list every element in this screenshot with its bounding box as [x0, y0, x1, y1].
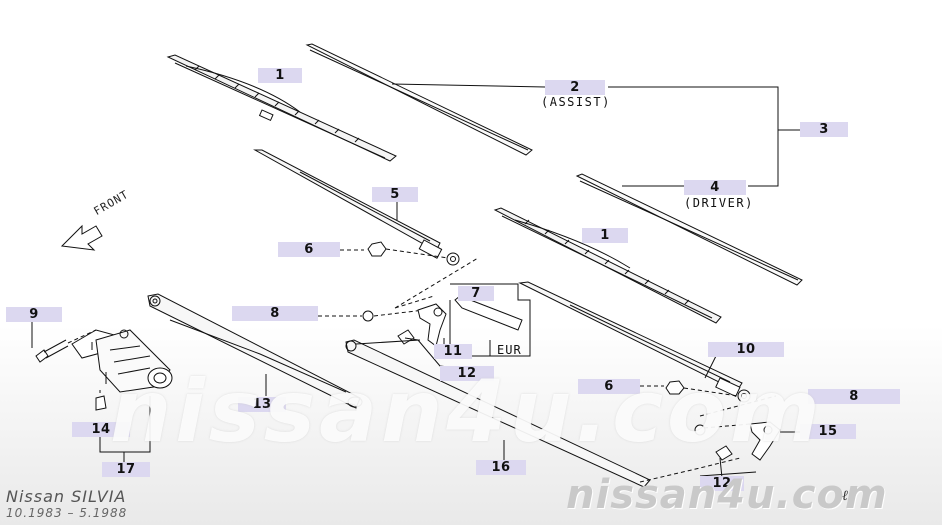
callout-17-motor: 17: [102, 462, 150, 477]
wiper-arm-assist: [253, 149, 460, 266]
corner-mark: ℓ: [842, 488, 848, 504]
callout-13-link-rod: 13: [238, 397, 286, 412]
wiper-blade-assist: [166, 54, 397, 162]
pivot-driver: [749, 421, 800, 461]
wiper-motor: [71, 329, 173, 393]
callout-8-nut-lower: 8: [808, 389, 900, 404]
driver-note: (DRIVER): [684, 196, 754, 210]
callout-1-assist-blade: 1: [258, 68, 302, 83]
callout-9-bolt: 9: [6, 307, 62, 322]
front-arrow-icon: [60, 224, 103, 251]
callout-14-grommet: 14: [72, 422, 130, 437]
callout-6-nut-upper: 6: [278, 242, 340, 257]
callout-15-pivot-driver: 15: [800, 424, 856, 439]
blade-refill-assist: [305, 43, 533, 156]
callout-12-bush-lower: 12: [700, 476, 744, 491]
callout-4-driver-refill: 4: [684, 180, 746, 195]
nut-6-upper: [367, 241, 387, 257]
callout-5-assist-arm: 5: [372, 187, 418, 202]
callout-16-link-rod: 16: [476, 460, 526, 475]
callout-3-refill-set: 3: [800, 122, 848, 137]
bracket-3: [391, 83, 800, 187]
bolt-9: [31, 320, 97, 363]
watermark-large: nissan4u.com: [110, 362, 824, 462]
nut-6-lower: [665, 380, 685, 395]
callout-8-nut-upper: 8: [232, 306, 318, 321]
callout-1-driver-blade: 1: [582, 228, 628, 243]
link-rod-16: [345, 339, 651, 488]
eur-label: EUR: [497, 343, 522, 357]
callout-7-eur-part: 7: [458, 286, 494, 301]
link-rod-13: [147, 293, 363, 409]
callout-6-nut-lower: 6: [578, 379, 640, 394]
watermark-small: nissan4u.com: [566, 472, 888, 518]
callout-11-pivot-cap: 11: [434, 344, 472, 359]
callout-2-assist-refill: 2: [545, 80, 605, 95]
bracket-17: [99, 396, 151, 462]
nut-8-upper: [362, 310, 374, 322]
model-dates: 10.1983 – 5.1988: [6, 506, 128, 520]
callout-10-driver-arm: 10: [708, 342, 784, 357]
blade-refill-driver: [575, 173, 803, 286]
callout-12-bush-upper: 12: [440, 366, 494, 381]
grommet-14: [95, 395, 107, 411]
pivot-assist: [417, 303, 447, 347]
model-name: Nissan SILVIA: [6, 487, 127, 506]
assist-note: (ASSIST): [541, 95, 611, 109]
wiper-blade-driver: [493, 207, 722, 324]
